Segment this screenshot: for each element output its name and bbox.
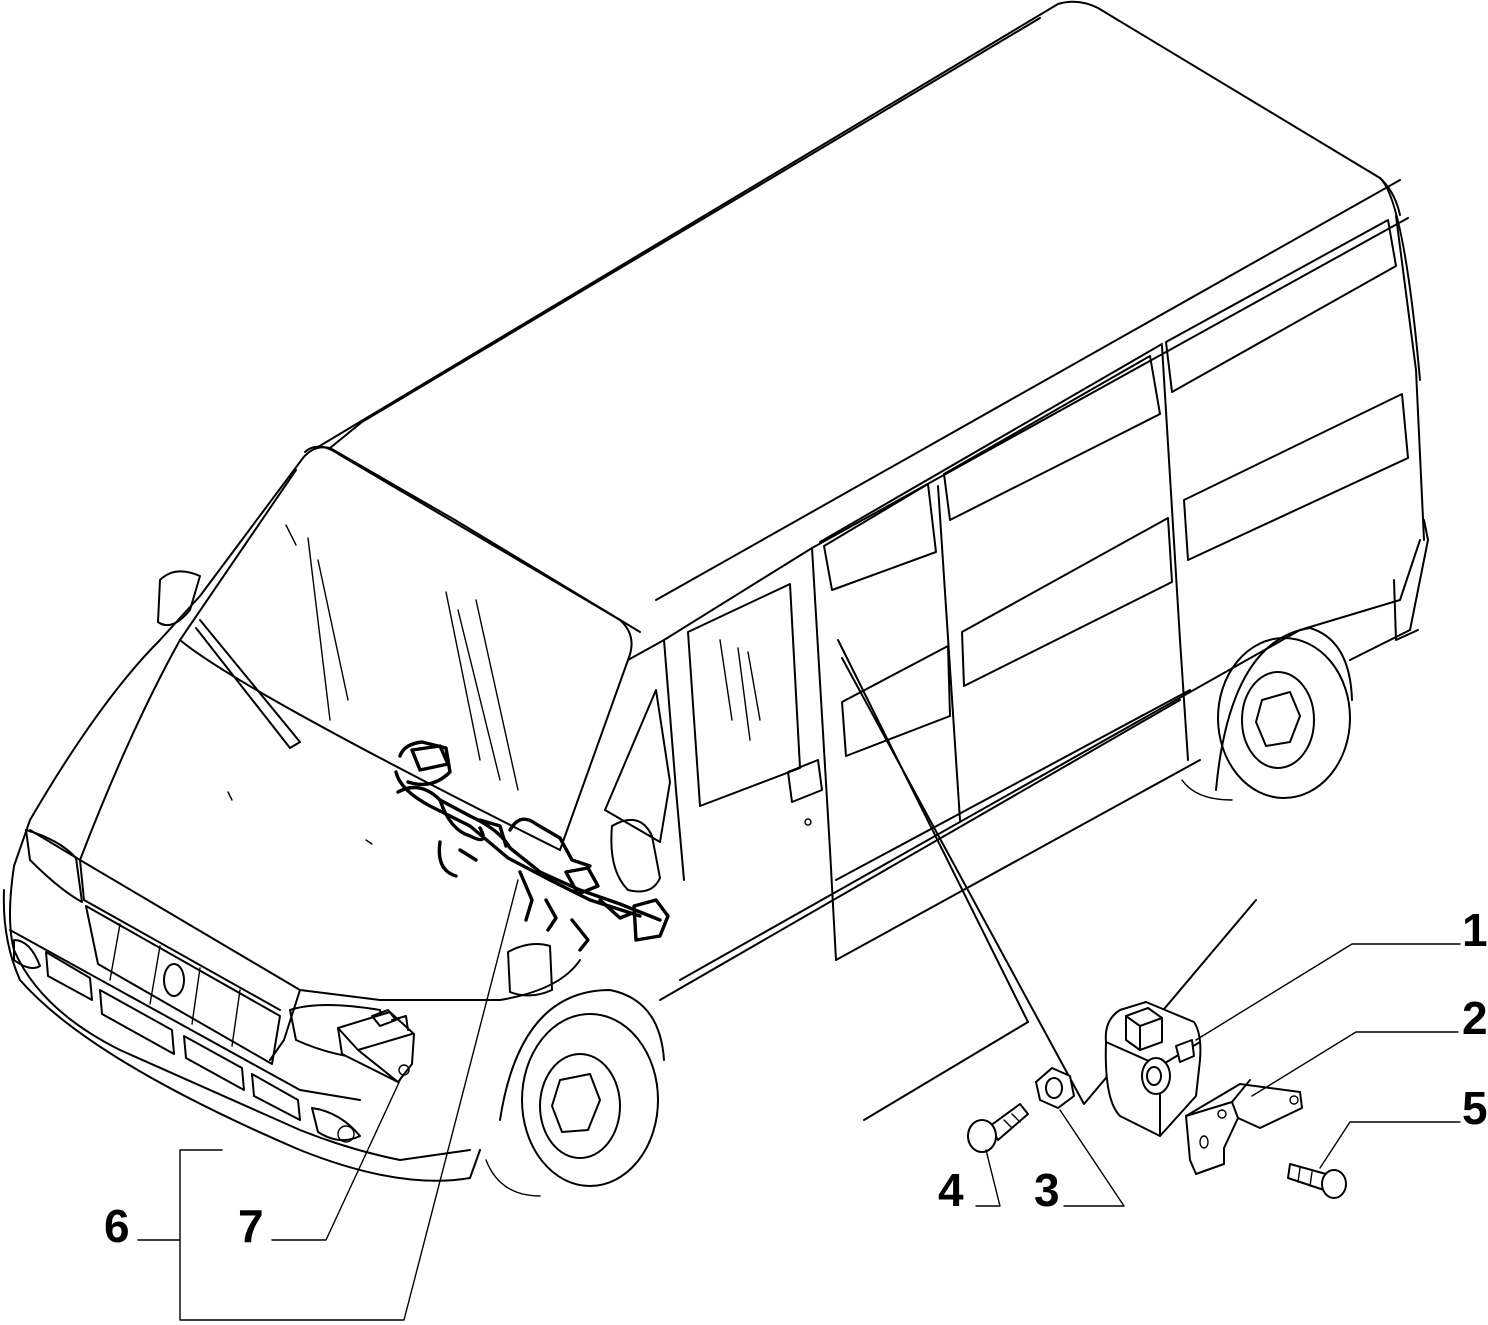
van-illustration bbox=[2, 0, 1429, 1197]
part-4-bolt bbox=[967, 1103, 1029, 1153]
callout-4: 4 bbox=[938, 1164, 964, 1216]
part-5-bolt bbox=[1287, 1163, 1347, 1199]
callout-1: 1 bbox=[1462, 904, 1488, 956]
callout-numbers: 1 2 3 4 5 6 7 bbox=[104, 904, 1488, 1252]
callout-6: 6 bbox=[104, 1200, 130, 1252]
part-3-nut bbox=[1035, 1067, 1075, 1109]
callout-2: 2 bbox=[1462, 992, 1488, 1044]
callout-5: 5 bbox=[1462, 1082, 1488, 1134]
leader-lines bbox=[837, 639, 1257, 1121]
part-7-module bbox=[337, 1009, 415, 1083]
callout-leaders bbox=[137, 879, 1461, 1321]
wiring-harness bbox=[394, 740, 670, 952]
callout-7: 7 bbox=[238, 1200, 264, 1252]
part-1-sensor bbox=[1104, 1001, 1202, 1137]
part-2-bracket bbox=[1185, 1079, 1303, 1175]
callout-3: 3 bbox=[1034, 1164, 1060, 1216]
